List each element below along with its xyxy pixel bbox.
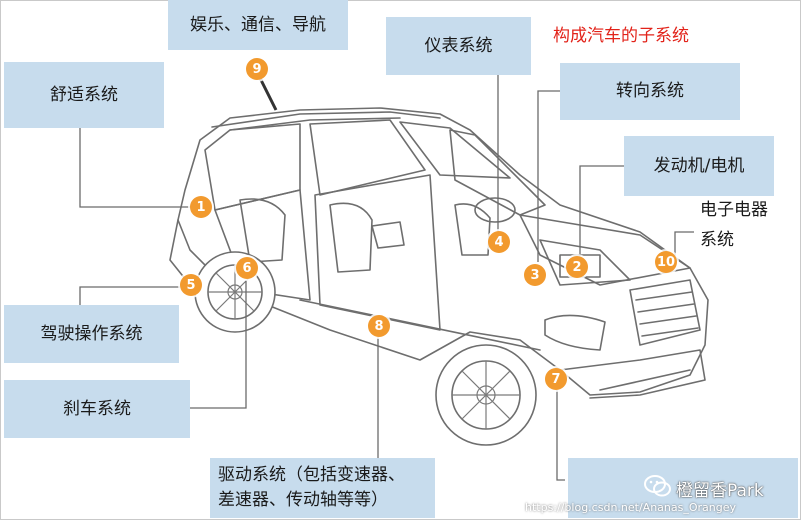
marker-6: 6 [236,257,258,279]
watermark-brand: 橙留香Park [676,476,764,501]
wechat-icon [643,473,673,499]
label-brakes: 刹车系统 [4,380,190,438]
marker-8: 8 [368,315,390,337]
label-electronics: 电子电器 系统 [700,196,768,256]
marker-3: 3 [524,264,546,286]
label-comfort: 舒适系统 [4,62,164,128]
label-steering: 转向系统 [560,63,740,120]
marker-5: 5 [180,274,202,296]
marker-10: 10 [655,251,677,273]
watermark-url: https://blog.csdn.net/Ananas_Orangey [525,501,736,514]
marker-9: 9 [246,58,268,80]
marker-2: 2 [566,256,588,278]
label-driving-controls: 驾驶操作系统 [4,305,179,363]
label-instruments: 仪表系统 [386,17,531,75]
label-entertainment: 娱乐、通信、导航 [168,0,348,50]
marker-1: 1 [190,196,212,218]
label-drivetrain: 驱动系统（包括变速器、 差速器、传动轴等等） [210,458,435,518]
label-engine: 发动机/电机 [624,136,774,196]
diagram-title: 构成汽车的子系统 [553,21,689,46]
marker-4: 4 [488,231,510,253]
marker-7: 7 [545,368,567,390]
